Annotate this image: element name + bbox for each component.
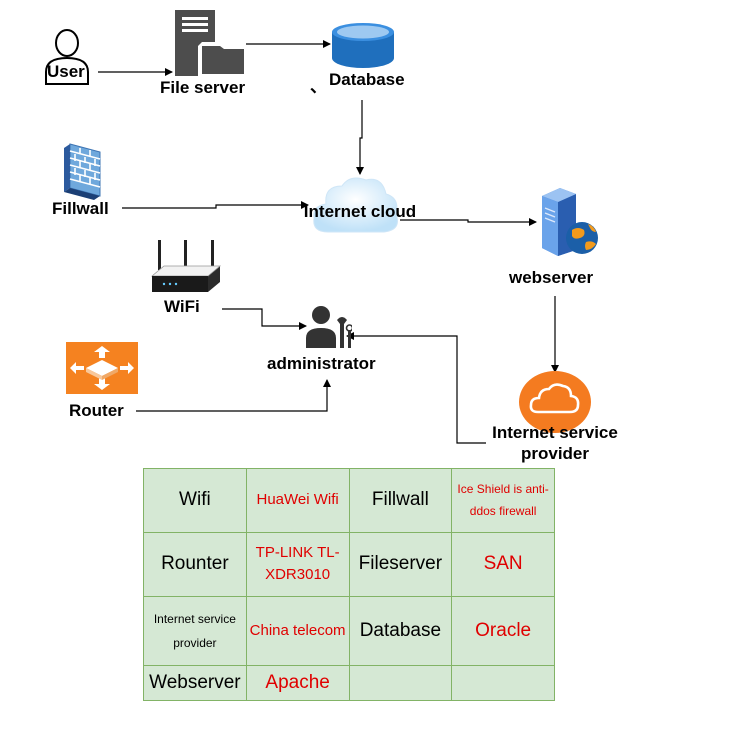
component-table: Wifi HuaWei Wifi Fillwall Ice Shield is … — [143, 468, 555, 702]
table-row: Wifi HuaWei Wifi Fillwall Ice Shield is … — [143, 468, 555, 533]
router-icon — [66, 342, 138, 394]
database-label: Database — [329, 70, 405, 89]
isp-cloud-icon — [519, 371, 591, 433]
edge-cloud-webserver — [400, 218, 537, 226]
isp-label-line2: provider — [520, 444, 590, 463]
administrator-label: administrator — [267, 354, 376, 373]
fillwall-label: Fillwall — [52, 199, 109, 218]
table-cell: SAN — [451, 531, 555, 597]
internet-cloud-icon — [313, 177, 398, 233]
wifi-label: WiFi — [164, 297, 200, 316]
firewall-icon — [64, 143, 101, 200]
table-row: Internet service provider China telecom … — [143, 595, 555, 666]
webserver-icon — [542, 188, 598, 256]
table-cell: Fileserver — [348, 531, 453, 597]
table-cell — [348, 664, 453, 702]
table-row: Webserver Apache — [143, 664, 555, 702]
database-mark: 、 — [310, 77, 327, 96]
file-server-icon — [175, 10, 246, 76]
table-cell: HuaWei Wifi — [245, 468, 350, 533]
edge-router-administrator — [136, 379, 331, 412]
user-icon — [45, 29, 89, 85]
isp-label: Internet service provider — [492, 422, 618, 464]
edge-fillwall-cloud — [122, 201, 309, 209]
table-cell: Fillwall — [348, 468, 453, 533]
table-row: Rounter TP-LINK TL-XDR3010 Fileserver SA… — [143, 531, 555, 597]
internet-cloud-label: Internet cloud — [303, 202, 417, 221]
edge-database-cloud — [356, 100, 364, 175]
database-icon — [332, 23, 394, 68]
wifi-router-icon — [150, 240, 222, 292]
table-cell: Webserver — [143, 664, 247, 702]
table-cell: China telecom — [245, 595, 350, 666]
table-cell: Wifi — [143, 468, 247, 533]
isp-label-line1: Internet service — [492, 423, 618, 442]
edge-isp-administrator — [346, 332, 486, 444]
table-cell: Apache — [245, 664, 350, 702]
edge-wifi-administrator — [222, 308, 307, 330]
table-cell: Rounter — [143, 531, 247, 597]
user-label: User — [47, 62, 85, 81]
table-cell: Ice Shield is anti-ddos firewall — [451, 468, 555, 533]
file-server-label: File server — [160, 78, 246, 97]
webserver-label: webserver — [509, 268, 594, 287]
table-cell: Database — [348, 595, 453, 666]
router-label: Router — [69, 401, 124, 420]
table-cell: Internet service provider — [143, 595, 247, 666]
table-cell — [451, 664, 555, 702]
administrator-icon — [306, 306, 352, 348]
table-cell: TP-LINK TL-XDR3010 — [245, 531, 350, 597]
table-cell: Oracle — [451, 595, 555, 666]
